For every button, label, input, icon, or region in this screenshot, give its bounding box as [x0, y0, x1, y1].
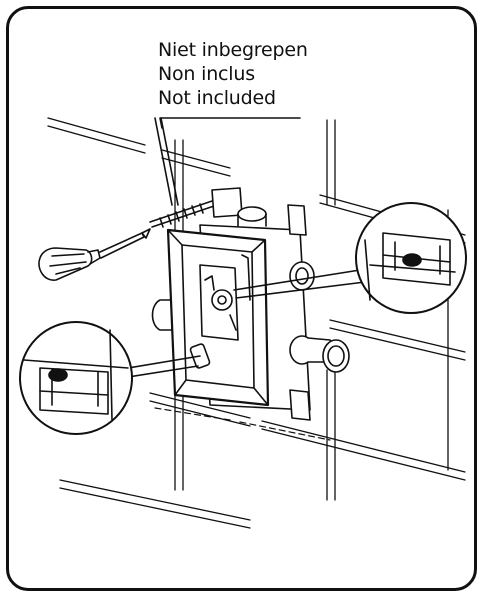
- screw: [149, 195, 225, 228]
- mounting-box: [166, 228, 270, 407]
- level-detail-right: [355, 202, 467, 314]
- screwdriver: [38, 228, 151, 281]
- diagram-frame: [6, 6, 477, 591]
- label-english: Not included: [158, 87, 276, 109]
- level-detail-left: [19, 321, 133, 435]
- leader-right: [233, 269, 361, 291]
- alignment-line: [154, 407, 331, 441]
- not-included-label: Niet inbegrepen Non inclus Not included: [158, 38, 308, 110]
- leader-right-2: [235, 281, 366, 299]
- label-french: Non inclus: [158, 63, 255, 85]
- label-dutch: Niet inbegrepen: [158, 39, 308, 61]
